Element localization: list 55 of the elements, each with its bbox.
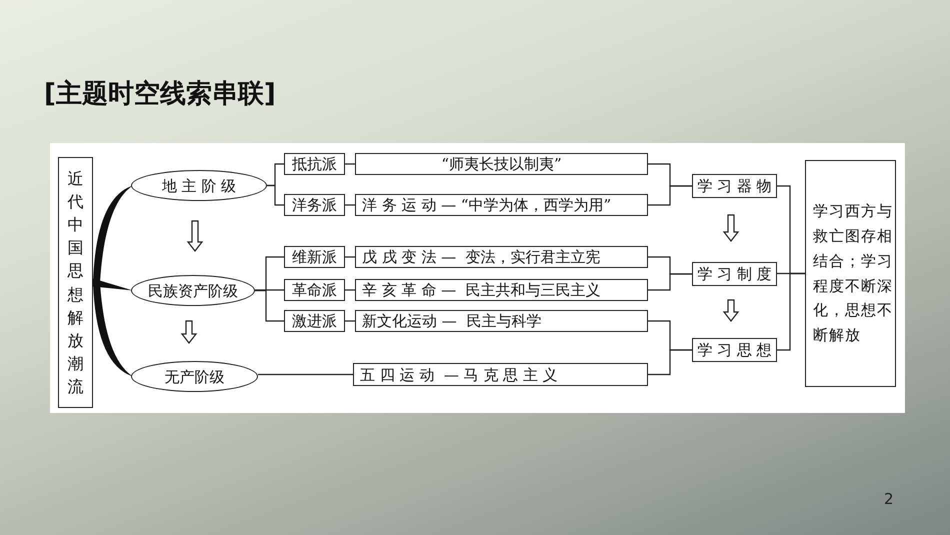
node-label: 革命派	[292, 281, 337, 299]
connector-line	[648, 185, 692, 206]
text-box	[355, 153, 648, 175]
brace-connector	[93, 186, 133, 282]
text-box	[355, 246, 648, 268]
node-label: 维新派	[292, 248, 337, 266]
text-box	[355, 310, 648, 332]
node-label: 辛 亥 革 命 — 民主共和与三民主义	[362, 281, 601, 299]
text-box	[284, 153, 345, 175]
connector-line	[777, 272, 805, 351]
hollow-down-arrow	[186, 220, 204, 252]
node-label: 近代中国思想解放潮流	[68, 168, 84, 398]
node-label: 民族资产阶级	[148, 282, 238, 300]
connector-line	[345, 256, 355, 258]
node-label: 地 主 阶 级	[162, 176, 236, 194]
connector-line	[267, 184, 284, 206]
connector-line	[648, 349, 692, 376]
node-label: 学 习 制 度	[697, 265, 772, 283]
connector-line	[255, 290, 284, 322]
text-box	[353, 363, 648, 386]
node-label: 抵抗派	[292, 155, 337, 173]
connector-line	[345, 204, 355, 206]
hollow-down-arrow	[722, 214, 740, 242]
connector-line	[255, 289, 284, 291]
node-label: 学习西方与救亡图存相结合；学习程度不断深化，思想不断解放	[813, 201, 893, 346]
text-box	[355, 194, 648, 216]
node-label: 五 四 运 动 — 马 克 思 主 义	[360, 366, 558, 384]
text-box	[355, 279, 648, 301]
text-box	[284, 194, 345, 216]
connector-line	[345, 163, 355, 165]
node-label: 戊 戌 变 法 — 变法，实行君主立宪	[362, 248, 601, 266]
vertical-title-box	[58, 157, 93, 408]
text-box	[284, 279, 345, 301]
hollow-down-arrow	[180, 320, 198, 344]
text-box	[692, 338, 777, 362]
summary-box	[805, 160, 896, 387]
node-label: “师夷长技以制夷”	[441, 155, 562, 173]
connector-line	[345, 289, 355, 291]
node-label: 激进派	[292, 312, 337, 330]
hollow-down-arrow	[722, 299, 740, 322]
text-box	[692, 174, 777, 198]
node-label: 洋务派	[292, 196, 337, 214]
connector-line	[345, 320, 355, 322]
node-label: 新文化运动 — 民主与科学	[362, 312, 542, 330]
node-label: 学 习 器 物	[697, 177, 772, 195]
text-box	[284, 310, 345, 332]
node-label: 无产阶级	[164, 368, 224, 386]
slide-title: [主题时空线索串联]	[44, 78, 276, 111]
node-label: 学 习 思 想	[697, 341, 772, 359]
node-label: 洋 务 运 动 — “中学为体，西学为用”	[362, 196, 612, 214]
connector-line	[258, 374, 353, 376]
text-box	[692, 262, 777, 286]
page-number: 2	[884, 490, 894, 508]
text-box	[284, 246, 345, 268]
connector-line	[648, 273, 692, 291]
